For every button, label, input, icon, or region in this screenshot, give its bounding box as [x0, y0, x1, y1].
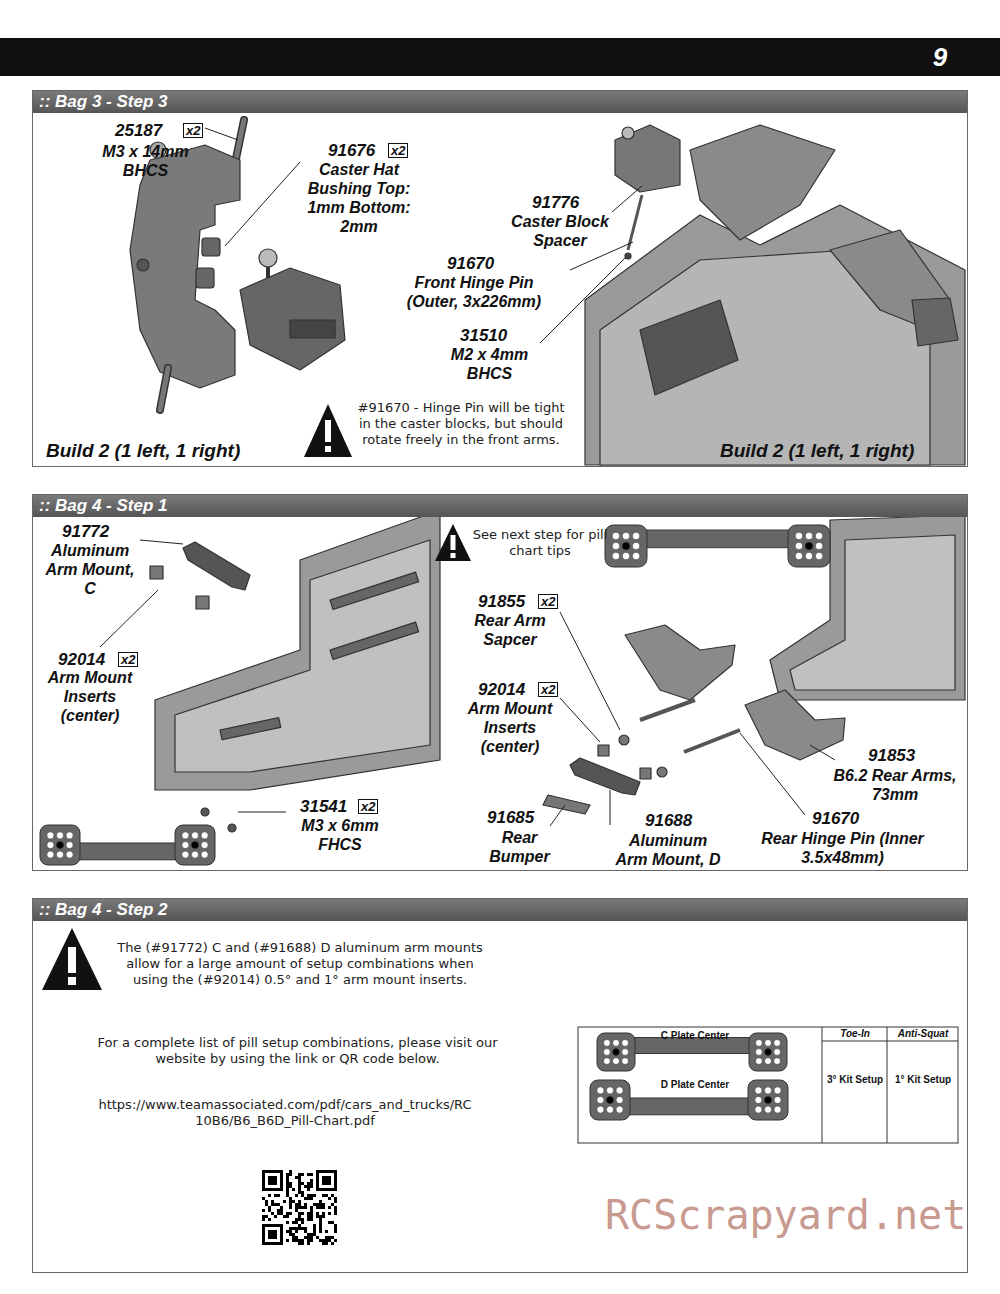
info-note: The (#91772) C and (#91688) D aluminum a… — [110, 940, 490, 988]
header-band: :: Bag 4 - Step 1 — [33, 495, 967, 517]
part-name: Rear Arm Sapcer — [460, 611, 560, 649]
part-number: 31541 — [300, 797, 347, 817]
table-cell: 3° Kit Setup — [826, 1074, 884, 1086]
part-name: Aluminum Arm Mount, D — [612, 831, 724, 869]
part-number: 91688 — [645, 811, 692, 831]
table-cell: D Plate Center — [660, 1079, 730, 1091]
part-number: 91676 — [328, 141, 375, 161]
table-cell: 1° Kit Setup — [890, 1074, 956, 1086]
part-number: 31510 — [460, 326, 507, 346]
step-heading: :: Bag 4 - Step 2 — [33, 899, 967, 921]
part-name: Arm Mount Inserts (center) — [455, 699, 565, 756]
part-name: Caster Block Spacer — [500, 212, 620, 250]
page-number: 9 — [925, 42, 955, 72]
qr-code — [262, 1170, 337, 1245]
part-number: 91776 — [532, 193, 579, 213]
part-name: Aluminum Arm Mount, C — [40, 541, 140, 598]
part-name: Arm Mount Inserts (center) — [40, 668, 140, 725]
part-name: Caster Hat Bushing Top: 1mm Bottom: 2mm — [300, 160, 418, 236]
pill-charts — [40, 525, 830, 1120]
part-number: 91853 — [868, 746, 915, 766]
warning-note: #91670 - Hinge Pin will be tight in the … — [356, 400, 566, 448]
part-name: Front Hinge Pin (Outer, 3x226mm) — [388, 273, 560, 311]
quantity: x2 — [358, 799, 378, 814]
quantity: x2 — [118, 652, 138, 667]
step-heading: :: Bag 4 - Step 1 — [33, 495, 967, 517]
build-note: Build 2 (1 left, 1 right) — [720, 440, 914, 462]
part-name: Rear Hinge Pin (Inner 3.5x48mm) — [755, 829, 930, 867]
part-name: M3 x 14mm BHCS — [88, 142, 203, 180]
leader-lines — [100, 128, 835, 826]
part-number: 91670 — [812, 809, 859, 829]
table-header: Toe-In — [824, 1028, 886, 1040]
part-number: 91855 — [478, 592, 525, 612]
part-name: M3 x 6mm FHCS — [290, 816, 390, 854]
quantity: x2 — [183, 123, 203, 138]
part-number: 92014 — [58, 650, 105, 670]
part-name: Rear Bumper — [482, 828, 557, 866]
part-number: 91670 — [447, 254, 494, 274]
part-number: 91772 — [62, 522, 109, 542]
step-heading: :: Bag 3 - Step 3 — [33, 91, 967, 113]
quantity: x2 — [538, 594, 558, 609]
part-name: M2 x 4mm BHCS — [437, 345, 542, 383]
parts — [130, 120, 965, 832]
quantity: x2 — [388, 143, 408, 158]
table-header: Anti-Squat — [888, 1028, 958, 1040]
header-band: :: Bag 3 - Step 3 — [33, 91, 967, 113]
build-note: Build 2 (1 left, 1 right) — [46, 440, 240, 462]
watermark: RCScrapyard.net — [605, 1192, 966, 1238]
tip-note: See next step for pill chart tips — [470, 527, 610, 559]
table-cell: C Plate Center — [660, 1030, 730, 1042]
top-bar — [0, 38, 1000, 76]
part-number: 92014 — [478, 680, 525, 700]
url: https://www.teamassociated.com/pdf/cars_… — [95, 1097, 475, 1129]
part-name: B6.2 Rear Arms, 73mm — [830, 766, 960, 804]
pill-table — [578, 1027, 958, 1143]
part-number: 91685 — [487, 808, 534, 828]
info-note: For a complete list of pill setup combin… — [95, 1035, 500, 1067]
header-band: :: Bag 4 - Step 2 — [33, 899, 967, 921]
quantity: x2 — [538, 682, 558, 697]
part-number: 25187 — [115, 121, 162, 141]
